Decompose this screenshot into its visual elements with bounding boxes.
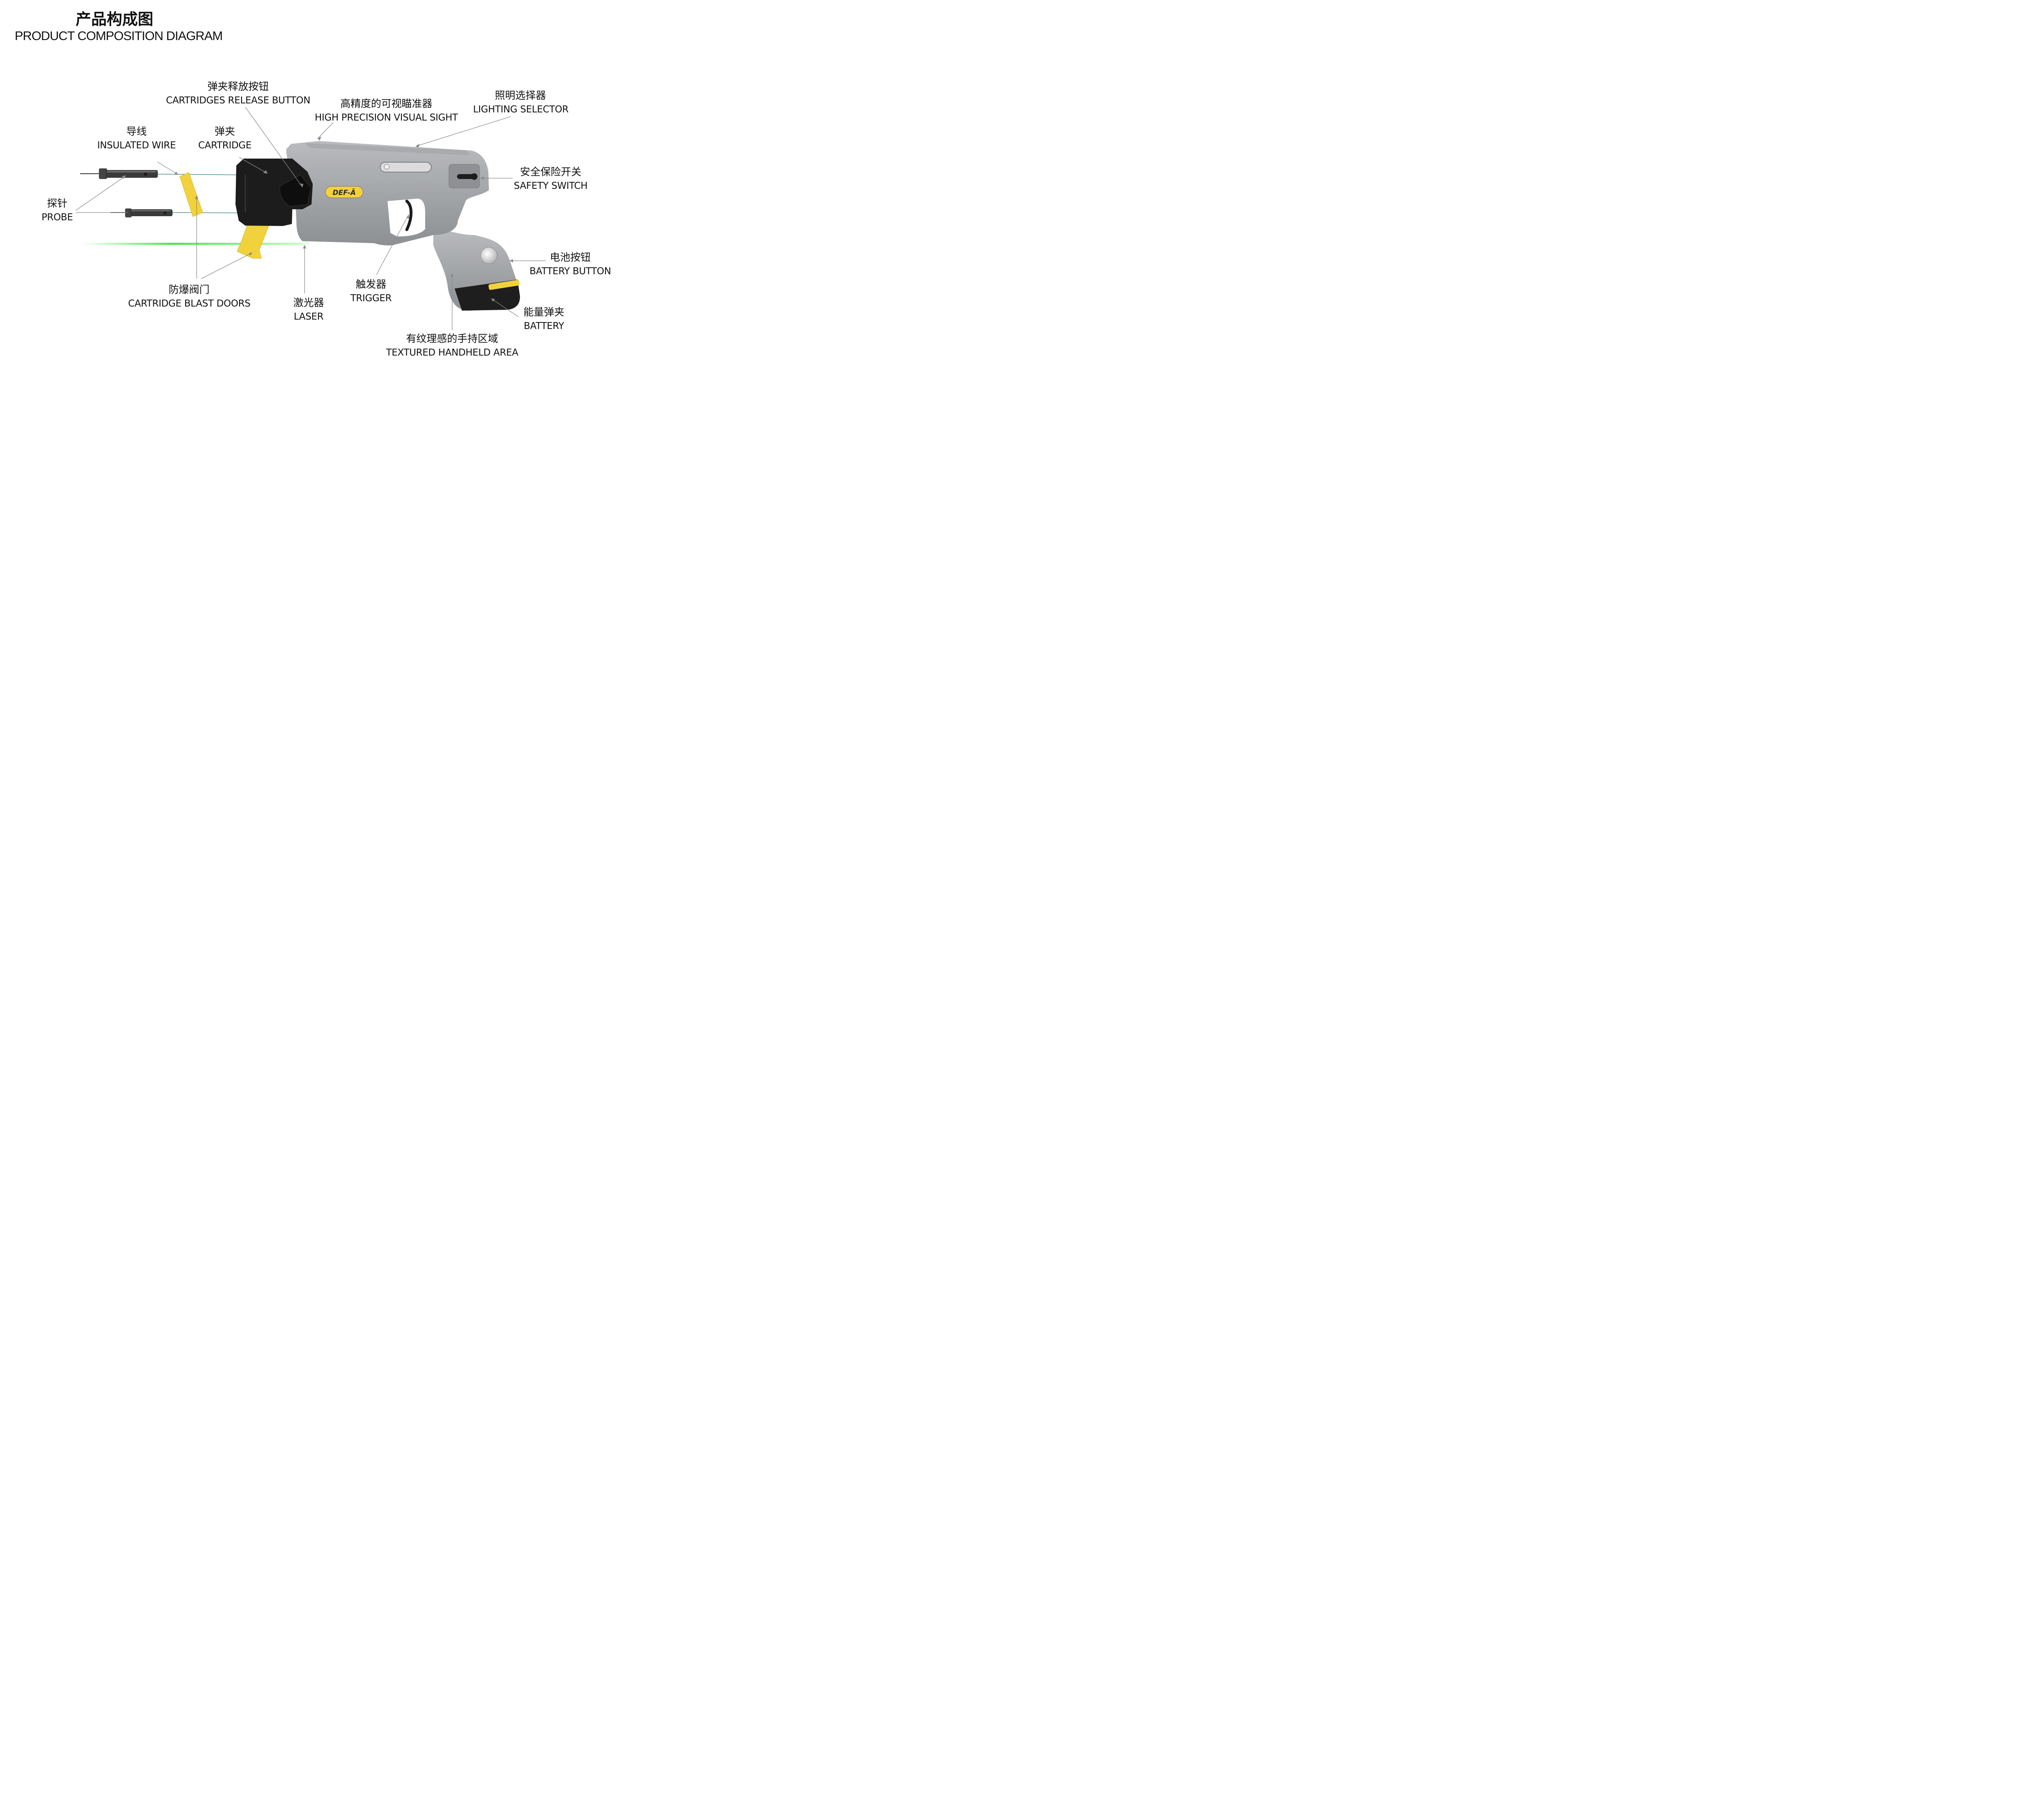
label-battery-button-cn: 电池按钮 (549, 251, 591, 263)
insulated-wire-top (157, 174, 246, 175)
label-cartridge-en: CARTRIDGE (198, 140, 252, 151)
label-laser-en: LASER (294, 311, 324, 322)
label-handheld-area-en: TEXTURED HANDHELD AREA (386, 347, 518, 358)
battery-stripe (488, 280, 520, 290)
probe-top (80, 168, 158, 179)
label-insulated-wire-en: INSULATED WIRE (97, 140, 176, 151)
label-cartridge-cn: 弹夹 (214, 125, 235, 137)
trigger[interactable] (405, 199, 412, 231)
title-english: PRODUCT COMPOSITION DIAGRAM (15, 29, 223, 43)
label-release-button-cn: 弹夹释放按钮 (207, 81, 269, 92)
label-blast-doors-cn: 防爆阀门 (168, 284, 210, 295)
label-safety-switch-en: SAFETY SWITCH (513, 181, 588, 191)
label-lighting-selector-en: LIGHTING SELECTOR (473, 104, 569, 115)
cartridge (235, 159, 313, 226)
label-battery-en: BATTERY (524, 321, 564, 331)
label-lighting-selector-cn: 照明选择器 (495, 90, 546, 101)
blast-door-top (179, 172, 203, 217)
sight-slot (380, 162, 432, 172)
laser-beam (82, 243, 307, 245)
label-visual-sight-cn: 高精度的可视瞄准器 (340, 98, 433, 110)
label-safety-switch-cn: 安全保险开关 (520, 166, 581, 178)
label-blast-doors-en: CARTRIDGE BLAST DOORS (128, 298, 251, 309)
sight-screw (384, 164, 390, 170)
model-badge: DEF-Ā (333, 188, 356, 197)
label-trigger-en: TRIGGER (350, 293, 392, 304)
device-diagram: DEF-Ā (75, 107, 546, 330)
label-battery-button-en: BATTERY BUTTON (529, 266, 611, 277)
label-handheld-area-cn: 有纹理感的手持区域 (406, 333, 498, 345)
label-battery-cn: 能量弹夹 (523, 306, 565, 318)
cartridge-release-button[interactable] (280, 175, 311, 207)
probe-bottom (110, 208, 173, 217)
label-probe-en: PROBE (41, 212, 73, 223)
device-top-rail (305, 143, 470, 155)
trigger-guard (388, 199, 425, 237)
battery-button[interactable] (480, 247, 498, 264)
label-laser-cn: 激光器 (293, 297, 324, 309)
title-chinese: 产品构成图 (76, 10, 154, 28)
label-release-button-en: CARTRIDGES RELEASE BUTTON (166, 95, 311, 106)
label-probe-cn: 探针 (47, 197, 67, 209)
label-insulated-wire-cn: 导线 (126, 125, 147, 137)
label-trigger-cn: 触发器 (355, 278, 386, 290)
device-body (286, 141, 489, 246)
model-badge-frame (325, 186, 363, 198)
label-visual-sight-en: HIGH PRECISION VISUAL SIGHT (315, 112, 458, 123)
laser-glow (302, 241, 310, 246)
